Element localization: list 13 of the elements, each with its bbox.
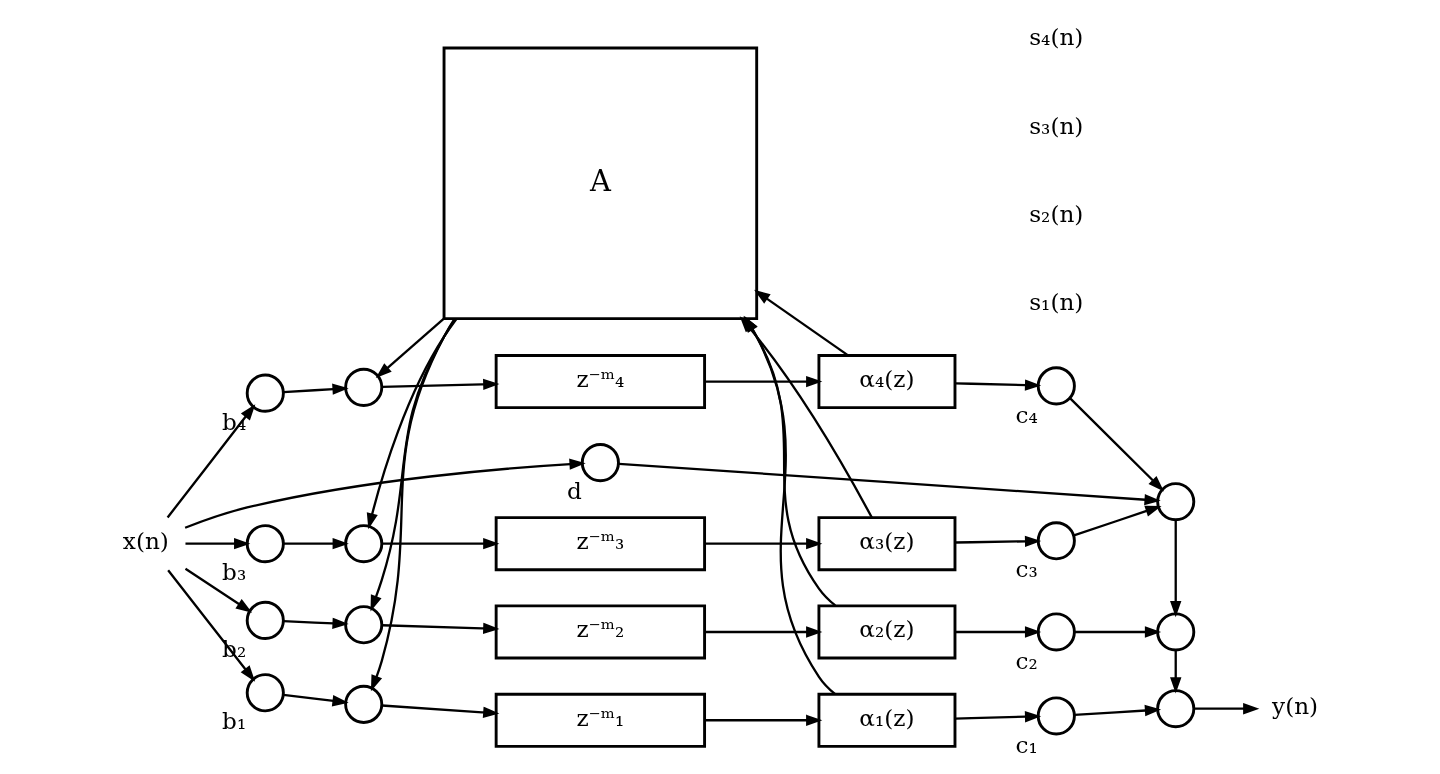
node-text: x(n) [122, 528, 169, 555]
node-label: c₃ [1015, 556, 1038, 583]
node-label: b₁ [221, 708, 246, 735]
label: s₄(n) [1028, 24, 1083, 51]
node-label: c₄ [1015, 401, 1038, 428]
node-label: b₃ [221, 559, 246, 586]
label: s₁(n) [1028, 289, 1083, 316]
node-label: d [566, 478, 582, 505]
node-label: c₁ [1015, 731, 1038, 758]
label: s₃(n) [1028, 112, 1083, 139]
node-text: y(n) [1271, 693, 1318, 720]
label: s₂(n) [1028, 201, 1083, 228]
node-label: c₂ [1015, 647, 1038, 674]
